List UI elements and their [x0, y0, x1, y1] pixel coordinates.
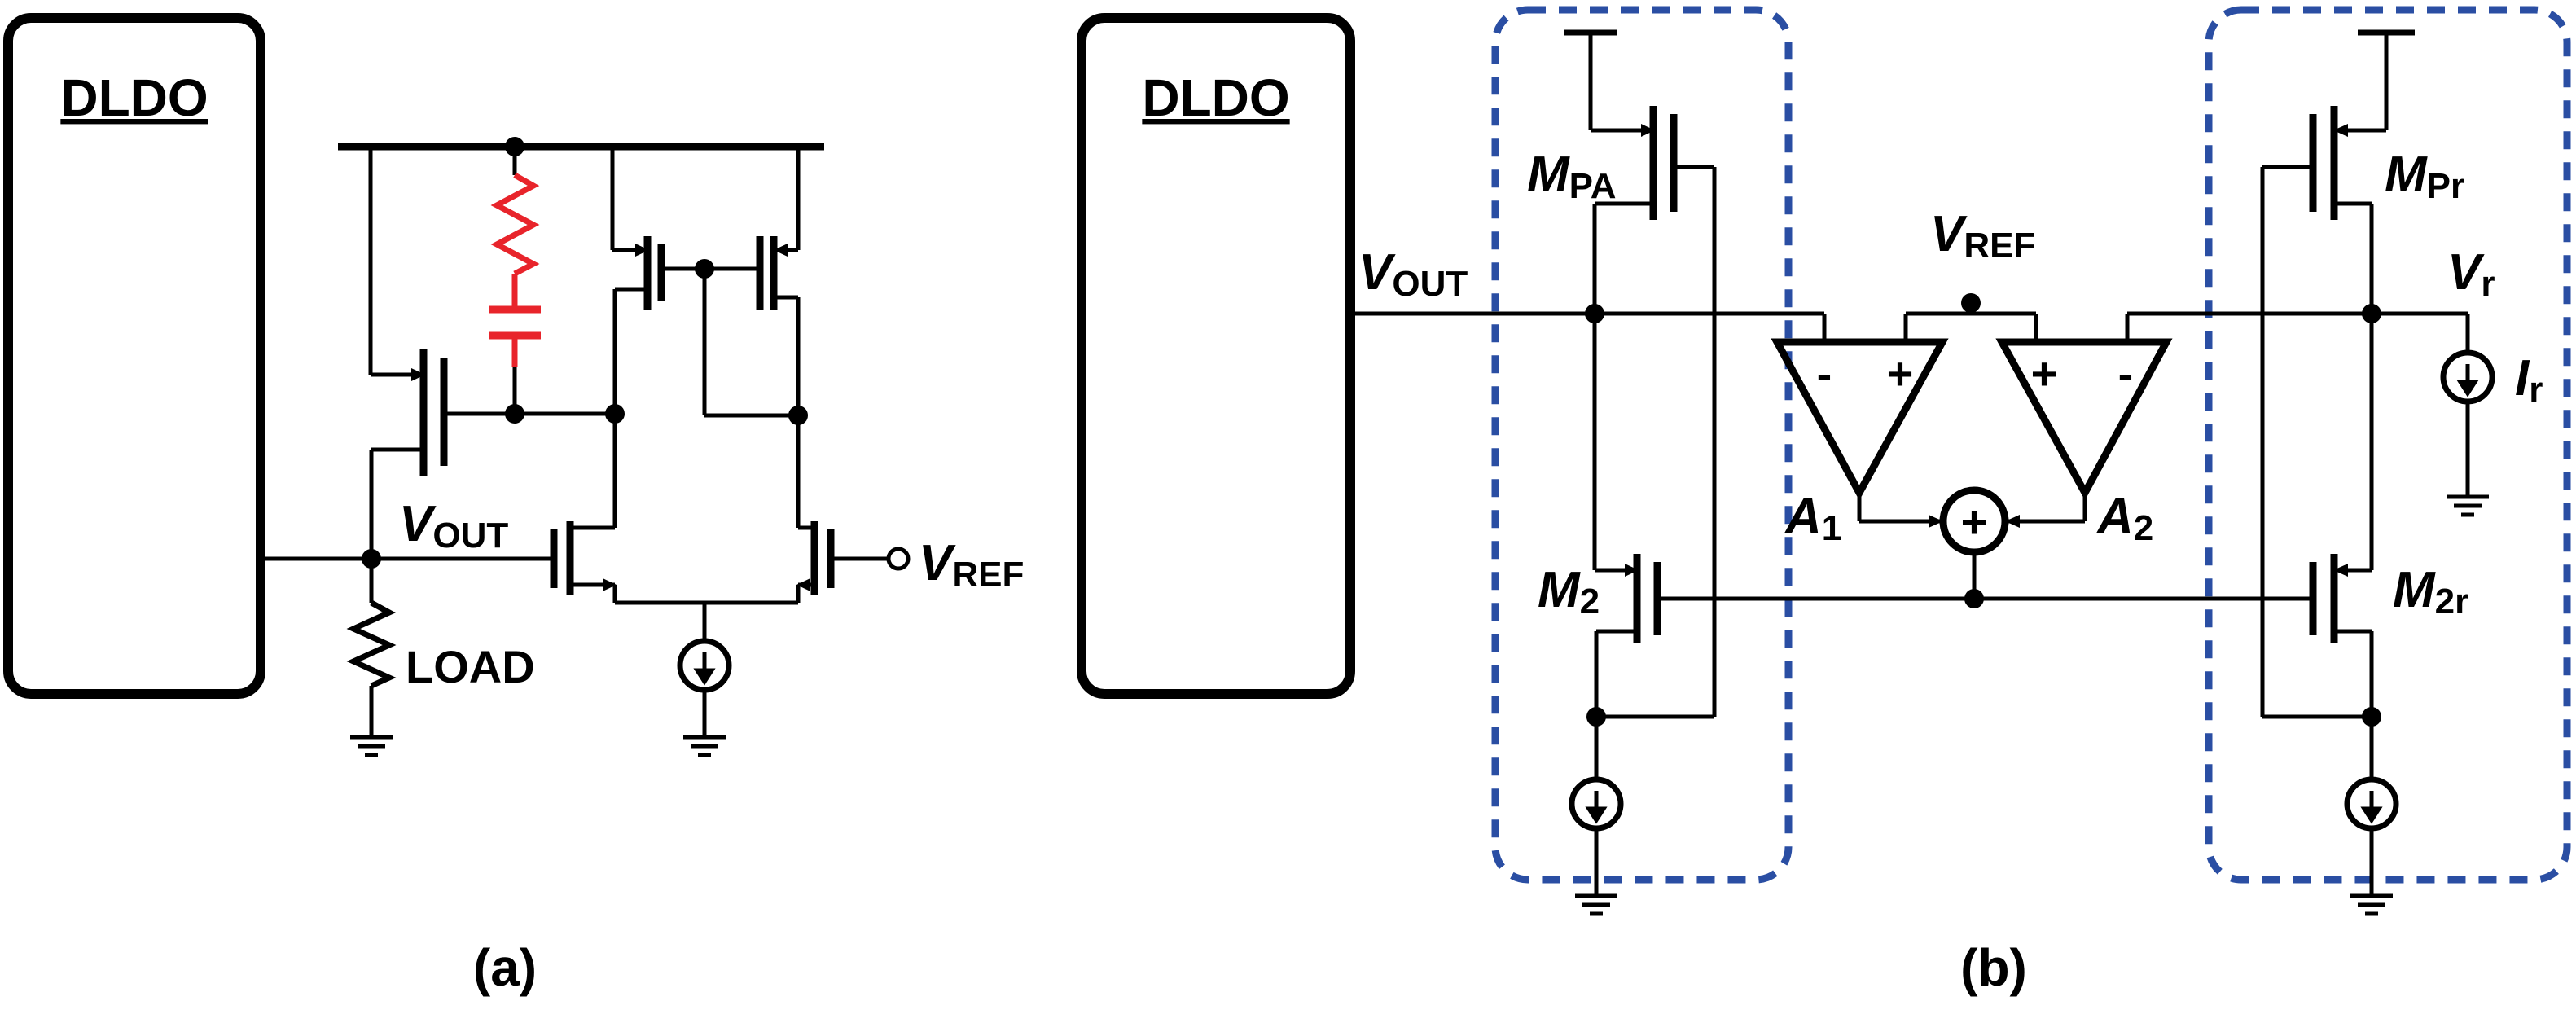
summer-symbol: + — [1961, 496, 1988, 547]
dldo-label-b: DLDO — [1142, 68, 1289, 127]
dashed-box-left — [1491, 6, 1793, 884]
panel-b — [1077, 6, 2571, 914]
compensation-network — [489, 147, 541, 367]
vr-label: Vr — [2447, 244, 2495, 304]
dashed-box-right — [2205, 6, 2571, 884]
mpa-label: MPA — [1527, 147, 1617, 206]
a2-minus-sign: - — [2118, 348, 2134, 399]
dldo-block-a — [3, 13, 265, 699]
caption-b: (b) — [1960, 938, 2027, 997]
a1-label: A1 — [1784, 489, 1841, 548]
a1-plus-sign: + — [1887, 348, 1914, 399]
ir-label: Ir — [2515, 350, 2543, 410]
a2-label: A2 — [2095, 489, 2153, 548]
vref-label-a: VREF — [919, 535, 1024, 595]
a2-plus-sign: + — [2031, 348, 2058, 399]
mpr-label: MPr — [2385, 147, 2464, 206]
dldo-block-b — [1077, 13, 1355, 699]
dldo-label-a: DLDO — [60, 68, 208, 127]
vout-label-a: VOUT — [399, 496, 508, 555]
a1-minus-sign: - — [1817, 348, 1832, 399]
panel-b-nodes — [1585, 293, 2381, 727]
caption-a: (a) — [473, 938, 537, 997]
m2r-label: M2r — [2393, 562, 2468, 621]
vref-label-b: VREF — [1930, 206, 2035, 266]
load-label: LOAD — [406, 641, 535, 692]
panel-a-nodes — [362, 137, 808, 569]
vout-label-b: VOUT — [1358, 244, 1468, 304]
m2-label: M2 — [1538, 562, 1600, 621]
